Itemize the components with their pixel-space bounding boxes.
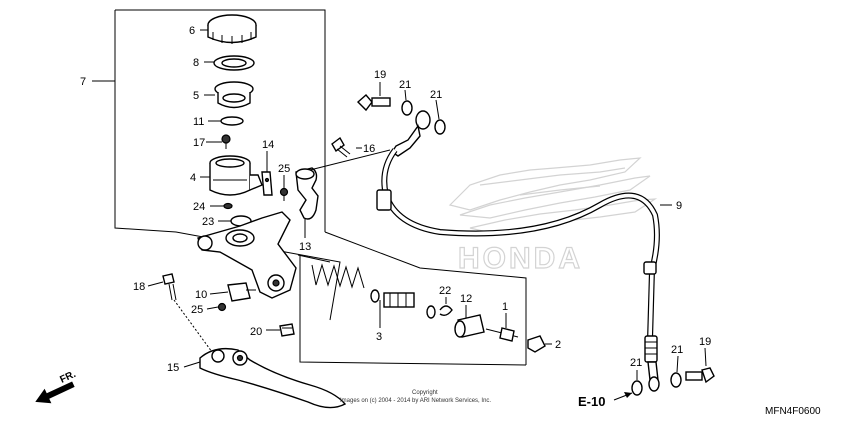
callout-24: 24 [193, 201, 205, 213]
diagram-code: MFN4F0600 [765, 406, 821, 417]
diaphragm [214, 81, 254, 109]
callout-14: 14 [262, 139, 274, 151]
boot [279, 323, 295, 337]
banjo-fitting-lower [647, 361, 660, 392]
pivot-bolt [162, 273, 213, 353]
nut [527, 335, 546, 353]
callout-1: 1 [502, 301, 508, 313]
honda-wing-watermark: HONDA [448, 157, 658, 276]
callout-22: 22 [439, 285, 451, 297]
callout-7: 7 [80, 76, 86, 88]
reservoir-cap [207, 14, 257, 44]
screw-lower [217, 302, 227, 312]
front-label: FR. [58, 369, 77, 386]
callout-12: 12 [460, 293, 472, 305]
callout-25-lower: 25 [191, 304, 203, 316]
front-arrow: FR. [35, 369, 78, 404]
sealing-washer-upper-a [401, 100, 413, 116]
oil-bolt-lower [685, 367, 715, 384]
callout-3: 3 [376, 331, 382, 343]
callout-17: 17 [193, 137, 205, 149]
copyright-line-2: Images on (c) 2004 - 2014 by ARI Network… [340, 398, 491, 404]
reference-label: E-10 [578, 394, 605, 409]
brake-lever [199, 347, 347, 409]
callout-2: 2 [555, 339, 561, 351]
callout-21-lower-b: 21 [671, 344, 683, 356]
callout-15: 15 [167, 362, 179, 374]
callout-8: 8 [193, 57, 199, 69]
callout-19-lower: 19 [699, 336, 711, 348]
callout-18: 18 [133, 281, 145, 293]
callout-6: 6 [189, 25, 195, 37]
brake-hose [376, 148, 660, 363]
callout-21-upper-a: 21 [399, 79, 411, 91]
sealing-washer-upper-b [434, 119, 446, 135]
callout-25-upper: 25 [278, 163, 290, 175]
callout-11: 11 [193, 116, 204, 128]
reservoir [209, 155, 263, 196]
screw-upper [279, 187, 289, 201]
stopper-plate [261, 171, 273, 196]
callout-16: 16 [363, 143, 375, 155]
diaphragm-plate [213, 55, 255, 71]
callout-13: 13 [299, 241, 311, 253]
sealing-washer-lower-a [631, 380, 643, 396]
front-stop-switch [227, 282, 256, 302]
circlip [439, 305, 453, 317]
honda-watermark-text: HONDA [458, 242, 583, 275]
callouts: 6 8 5 11 17 4 24 23 14 25 13 7 10 25 20 … [80, 25, 711, 374]
callout-10: 10 [195, 289, 207, 301]
callout-21-lower-a: 21 [630, 357, 642, 369]
callout-5: 5 [193, 90, 199, 102]
master-cylinder-holder [295, 167, 319, 220]
callout-23: 23 [202, 216, 214, 228]
joint [454, 314, 485, 338]
screw [221, 134, 231, 149]
piston-set [311, 263, 436, 319]
sealing-washer-lower-b [670, 372, 682, 388]
o-ring [220, 116, 244, 126]
copyright-line-1: Copyright [412, 390, 438, 396]
callout-21-upper-b: 21 [430, 89, 442, 101]
oil-bolt-upper [356, 94, 391, 112]
callout-19-upper: 19 [374, 69, 386, 81]
push-rod [485, 327, 519, 342]
assembly-outline [92, 9, 527, 366]
bolt [331, 136, 351, 158]
callout-9: 9 [676, 200, 682, 212]
callout-20: 20 [250, 326, 262, 338]
banjo-fitting-upper [391, 110, 431, 157]
clip [223, 202, 233, 210]
master-cylinder-body [197, 211, 297, 299]
leader-lines [147, 29, 707, 401]
callout-4: 4 [190, 172, 196, 184]
